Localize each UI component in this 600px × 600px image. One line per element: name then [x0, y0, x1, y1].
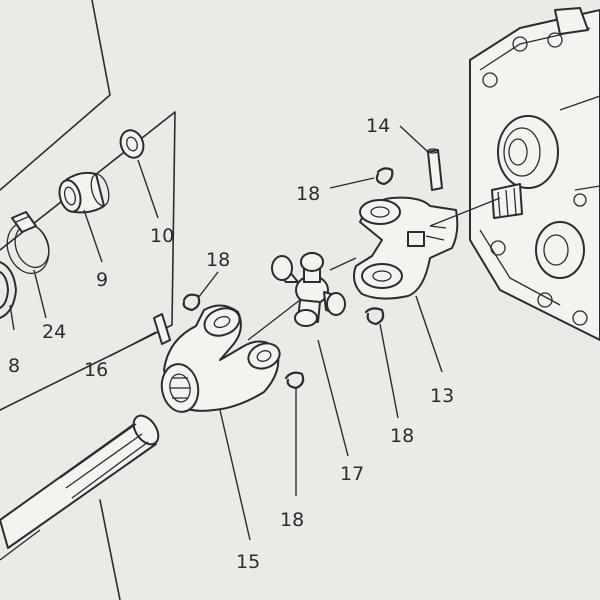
callout-10: 10 — [150, 225, 174, 247]
part-15-yoke — [160, 304, 281, 413]
callout-24: 24 — [42, 321, 66, 343]
leader-18-upper-right — [329, 177, 375, 189]
callout-15: 15 — [236, 551, 260, 573]
splined-shaft — [0, 414, 160, 561]
callout-13: 13 — [430, 385, 454, 407]
callout-18-lower-left: 18 — [280, 509, 304, 531]
leader-10 — [137, 159, 159, 219]
callout-18-upper-right: 18 — [296, 183, 320, 205]
leader-14 — [399, 125, 429, 153]
part-8-ring — [0, 261, 17, 319]
callout-17: 17 — [340, 463, 364, 485]
leader-18-upper-left — [197, 271, 219, 299]
leader-18-lower-right — [379, 323, 399, 419]
callout-8: 8 — [8, 355, 20, 377]
part-14-pin — [427, 148, 443, 191]
callout-numbers: 8 24 9 10 14 18 13 18 18 16 17 18 15 — [8, 115, 454, 573]
part-16-pin — [153, 313, 171, 345]
leader-15 — [219, 409, 251, 541]
leader-17 — [317, 339, 349, 457]
callout-9: 9 — [96, 269, 108, 291]
callout-18-lower-right: 18 — [390, 425, 414, 447]
axis-line — [247, 197, 501, 341]
callout-14: 14 — [366, 115, 390, 137]
leader-9 — [83, 209, 103, 263]
part-18-circlip-lower-right — [364, 307, 385, 326]
leader-24 — [33, 269, 47, 319]
callout-16: 16 — [84, 359, 108, 381]
leader-lines — [9, 125, 443, 541]
callout-18-upper-left: 18 — [206, 249, 230, 271]
gearbox-housing — [469, 7, 600, 341]
part-17-spider — [271, 252, 346, 327]
part-18-circlip-lower-left — [284, 371, 305, 390]
part-13-yoke — [353, 196, 459, 300]
leader-13 — [415, 295, 443, 373]
leader-16 — [109, 331, 157, 357]
part-18-circlip-upper-right — [375, 167, 394, 186]
leader-8 — [9, 304, 15, 331]
part-10-washer — [119, 129, 145, 159]
part-9-sleeve — [58, 171, 110, 214]
part-18-circlip-upper-left — [182, 293, 201, 312]
part-24-clamp — [6, 211, 50, 275]
